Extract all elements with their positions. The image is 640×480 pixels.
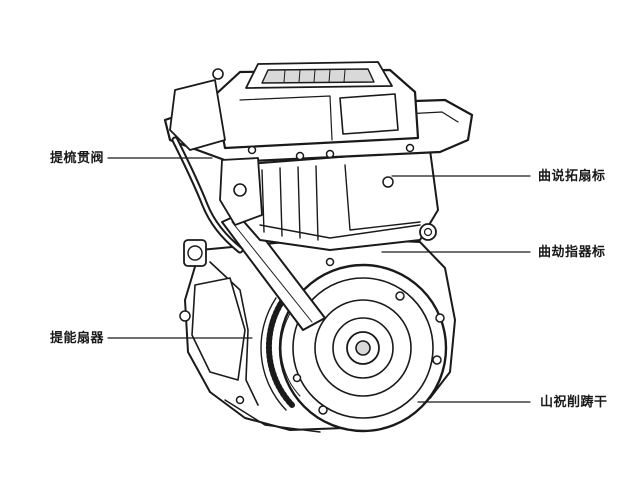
valve-cover-panel	[339, 93, 399, 135]
rod-inner	[231, 221, 313, 323]
left-fitting-cap	[187, 245, 203, 261]
flywheel-hub	[346, 331, 380, 365]
valve-cover-vent	[261, 68, 375, 84]
label-top-right: 曲说拓扇标	[538, 169, 606, 184]
label-middle-right: 曲劫指器标	[538, 245, 606, 260]
left-fitting	[183, 239, 207, 267]
carb-bracket	[219, 157, 263, 226]
flywheel-center	[355, 340, 371, 356]
label-bottom-right: 山祝削踌干	[540, 395, 608, 410]
label-bottom-left: 提能扇器	[50, 331, 105, 346]
gear-arc-edge	[260, 297, 287, 411]
flywheel-ring	[314, 299, 412, 397]
cylinder-lower	[259, 224, 421, 239]
valve-cover-crease	[239, 95, 333, 141]
valve-cover	[213, 68, 420, 150]
gear-arc	[266, 297, 295, 408]
cylinder-side	[344, 164, 421, 231]
flywheel-inner	[332, 317, 394, 379]
label-top-left: 提梳贯阀	[50, 151, 105, 166]
carb-bolt	[233, 183, 247, 197]
flywheel-rim	[292, 277, 434, 419]
cylinder-block	[234, 149, 439, 251]
valve-cover-vent-lines	[283, 69, 346, 83]
left-hose-core	[173, 138, 242, 252]
right-fitting-inner	[423, 227, 433, 237]
top-left-housing	[169, 79, 226, 151]
leader-lines	[107, 157, 531, 403]
lower-left-cover	[191, 277, 246, 381]
top-nut	[212, 68, 224, 80]
crankcase-lower-edge	[224, 399, 321, 433]
right-fitting	[419, 223, 437, 241]
bolts	[179, 143, 445, 415]
cylinder-fins	[261, 165, 319, 241]
